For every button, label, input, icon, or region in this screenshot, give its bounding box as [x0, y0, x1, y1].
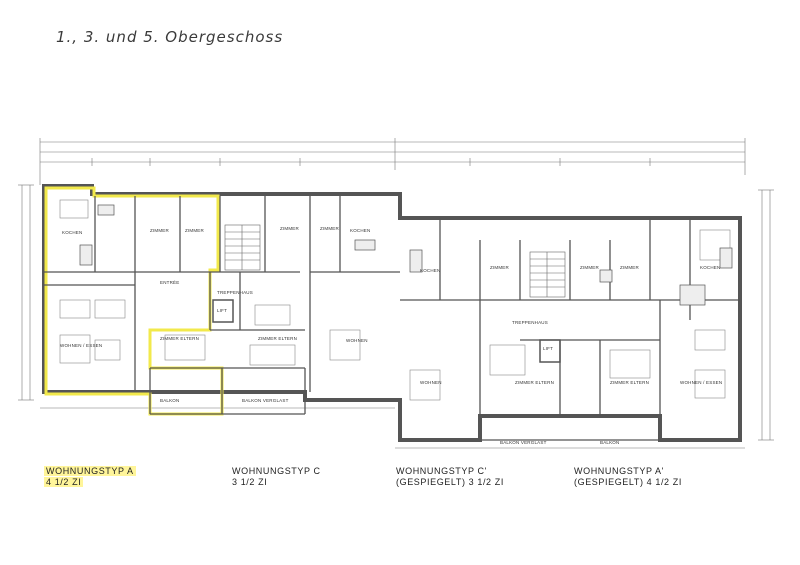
- stairs-right: [529, 251, 566, 298]
- unit-label-c: WOHNUNGSTYP C 3 1/2 ZI: [232, 466, 321, 487]
- room-wohnen-1: WOHNEN: [346, 338, 368, 343]
- room-wohnen-2: WOHNEN: [420, 380, 442, 385]
- unit-a-highlight: [44, 186, 224, 416]
- room-wohnen-essen-2: WOHNEN / ESSEN: [680, 380, 723, 385]
- room-lift-left: LIFT: [217, 308, 228, 313]
- room-zimmer-eltern-2: ZIMMER ELTERN: [258, 336, 298, 341]
- room-zimmer-eltern-4: ZIMMER ELTERN: [610, 380, 650, 385]
- room-zimmer-6: ZIMMER: [580, 265, 599, 270]
- room-zimmer-eltern-3: ZIMMER ELTERN: [515, 380, 555, 385]
- bathroom-fixtures: [79, 204, 733, 306]
- unit-label-c-prime: WOHNUNGSTYP C' (GESPIEGELT) 3 1/2 ZI: [396, 466, 504, 487]
- room-kochen: KOCHEN: [62, 230, 83, 235]
- room-balkon-verglast-2: BALKON VERGLAST: [500, 440, 547, 445]
- room-treppenhaus-left: TREPPENHAUS: [217, 290, 253, 295]
- plan-heading: 1., 3. und 5. Obergeschoss: [56, 28, 284, 46]
- room-zimmer-3: ZIMMER: [280, 226, 299, 231]
- lift-left: [212, 299, 234, 323]
- room-wohnen-essen: WOHNEN / ESSEN: [60, 343, 103, 348]
- unit-label-a-prime: WOHNUNGSTYP A' (GESPIEGELT) 4 1/2 ZI: [574, 466, 682, 487]
- dimension-lines: [18, 138, 774, 449]
- room-zimmer-4: ZIMMER: [320, 226, 339, 231]
- room-zimmer-5: ZIMMER: [490, 265, 509, 270]
- room-zimmer-eltern-1: ZIMMER ELTERN: [160, 336, 200, 341]
- room-balkon-1: BALKON: [160, 398, 180, 403]
- room-lift-right: LIFT: [543, 346, 554, 351]
- room-balkon-2: BALKON: [600, 440, 620, 445]
- lift-right: [539, 339, 561, 363]
- room-kochen-4: KOCHEN: [700, 265, 721, 270]
- unit-label-a: WOHNUNGSTYP A 4 1/2 ZI: [44, 466, 136, 487]
- room-entree: ENTRÉE: [160, 280, 180, 285]
- room-zimmer-2: ZIMMER: [185, 228, 204, 233]
- furniture: [59, 199, 731, 401]
- room-kochen-2: KOCHEN: [350, 228, 371, 233]
- interior-walls: [44, 196, 740, 441]
- room-treppenhaus-right: TREPPENHAUS: [512, 320, 548, 325]
- room-zimmer-1: ZIMMER: [150, 228, 169, 233]
- outer-walls: [42, 184, 742, 442]
- stairs-left: [224, 224, 261, 271]
- room-zimmer-7: ZIMMER: [620, 265, 639, 270]
- room-balkon-verglast-1: BALKON VERGLAST: [242, 398, 289, 403]
- room-kochen-3: KOCHEN: [420, 268, 441, 273]
